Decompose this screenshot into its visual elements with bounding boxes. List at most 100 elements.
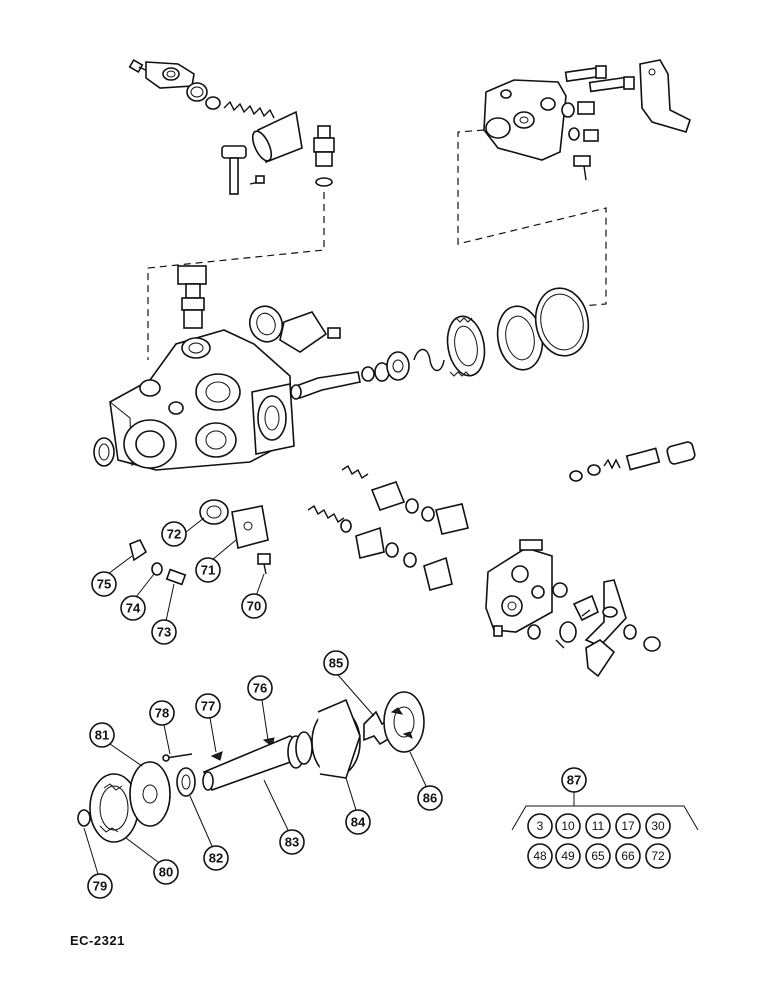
kit-part-number: 11 [592, 819, 605, 833]
callout-81-label: 81 [95, 728, 109, 743]
callout-77 [195, 693, 221, 719]
kit-part-number: 49 [561, 849, 575, 863]
callout-85 [323, 650, 349, 676]
kit-part-number: 17 [621, 819, 635, 833]
callout-79-label: 79 [93, 879, 107, 894]
kit-part-number: 3 [537, 819, 544, 833]
kit-part-circle [555, 813, 581, 839]
piston-sleeve [251, 110, 303, 164]
kit-part-circle [585, 843, 611, 869]
callout-86 [417, 785, 443, 811]
kit-part-circle [585, 813, 611, 839]
drive-shaft-83 [202, 731, 313, 792]
callout-73-label: 73 [157, 625, 171, 640]
kit-part-circle [615, 813, 641, 839]
coupling-disc-86 [383, 691, 425, 753]
callout-84-label: 84 [351, 815, 366, 830]
washer [205, 96, 221, 110]
cover-plate-71 [231, 505, 269, 549]
kit-part-circle [645, 843, 671, 869]
housing-seal [93, 437, 115, 467]
callout-72 [161, 521, 187, 547]
spring [223, 100, 275, 119]
key-77 [210, 751, 223, 761]
bolt-73 [165, 568, 187, 586]
callout-85-label: 85 [329, 656, 343, 671]
pump-housing [109, 329, 295, 471]
callout-80-label: 80 [159, 865, 173, 880]
kit-part-number: 30 [651, 819, 665, 833]
governor-linkage [485, 539, 661, 678]
kit-part-circle [615, 843, 641, 869]
callout-82 [203, 845, 229, 871]
callout-81 [89, 722, 115, 748]
callout-86-label: 86 [423, 791, 437, 806]
cover-gasket-72 [199, 499, 229, 525]
top-left-valve-group [128, 58, 335, 195]
upper-cover-plate [248, 305, 341, 353]
callout-71-label: 71 [201, 563, 215, 578]
mounting-bracket [639, 59, 691, 133]
callout-70 [241, 593, 267, 619]
kit-row-1: 3 10 11 17 30 [527, 813, 671, 839]
callout-75-label: 75 [97, 577, 111, 592]
callout-82-label: 82 [209, 851, 223, 866]
kit-part-circle [645, 813, 671, 839]
snap-ring-79 [77, 809, 91, 827]
callout-74-label: 74 [126, 601, 141, 616]
callout-87-label: 87 [567, 773, 581, 788]
callout-84 [345, 809, 371, 835]
pump-cover [483, 79, 567, 161]
callout-70-label: 70 [247, 599, 261, 614]
callout-78-label: 78 [155, 706, 169, 721]
seal-ring-large [496, 287, 590, 371]
plunger-row-lower [307, 504, 453, 591]
kit-part-number: 10 [561, 819, 575, 833]
callout-77-label: 77 [201, 699, 215, 714]
callout-76-label: 76 [253, 681, 267, 696]
valve-fitting [313, 125, 335, 187]
kit-part-number: 65 [591, 849, 605, 863]
cover-bolts [564, 65, 635, 93]
bracket-75 [129, 538, 148, 562]
kit-part-circle [527, 843, 553, 869]
callout-83-label: 83 [285, 835, 299, 850]
cam-ring [446, 315, 486, 377]
gear-84 [311, 698, 361, 779]
inlet-flange [145, 61, 195, 89]
kit-part-circle [555, 843, 581, 869]
figure-code: EC-2321 [70, 933, 125, 948]
callout-76 [247, 675, 273, 701]
callout-79 [87, 873, 113, 899]
plunger-row-upper [341, 464, 469, 535]
kit-part-number: 66 [621, 849, 635, 863]
callout-80 [153, 859, 179, 885]
callout-74 [120, 595, 146, 621]
kit-row-2: 48 49 65 66 72 [527, 843, 671, 869]
top-right-cover-group [483, 59, 691, 181]
screw-78 [162, 753, 193, 762]
callout-83 [279, 829, 305, 855]
callout-72-label: 72 [167, 527, 181, 542]
callout-78 [149, 700, 175, 726]
plate-81 [129, 761, 171, 827]
service-kit-87: 87 3 10 11 17 30 48 49 65 66 72 [511, 767, 699, 869]
kit-part-circle [527, 813, 553, 839]
delivery-valve-holder [177, 265, 207, 329]
callout-71 [195, 557, 221, 583]
callout-73 [151, 619, 177, 645]
dashed-leaders [147, 129, 607, 360]
o-ring [186, 82, 208, 102]
kit-part-number: 72 [651, 849, 665, 863]
screw-70 [257, 553, 271, 575]
drive-hub-80 [89, 773, 139, 843]
fittings [561, 101, 599, 181]
kit-part-number: 48 [533, 849, 547, 863]
pin [221, 145, 265, 195]
washer-82 [176, 767, 196, 797]
upper-shaft-parts [290, 348, 445, 400]
regulating-valve-row [569, 441, 696, 482]
nut-74 [151, 562, 163, 576]
callout-75 [91, 571, 117, 597]
